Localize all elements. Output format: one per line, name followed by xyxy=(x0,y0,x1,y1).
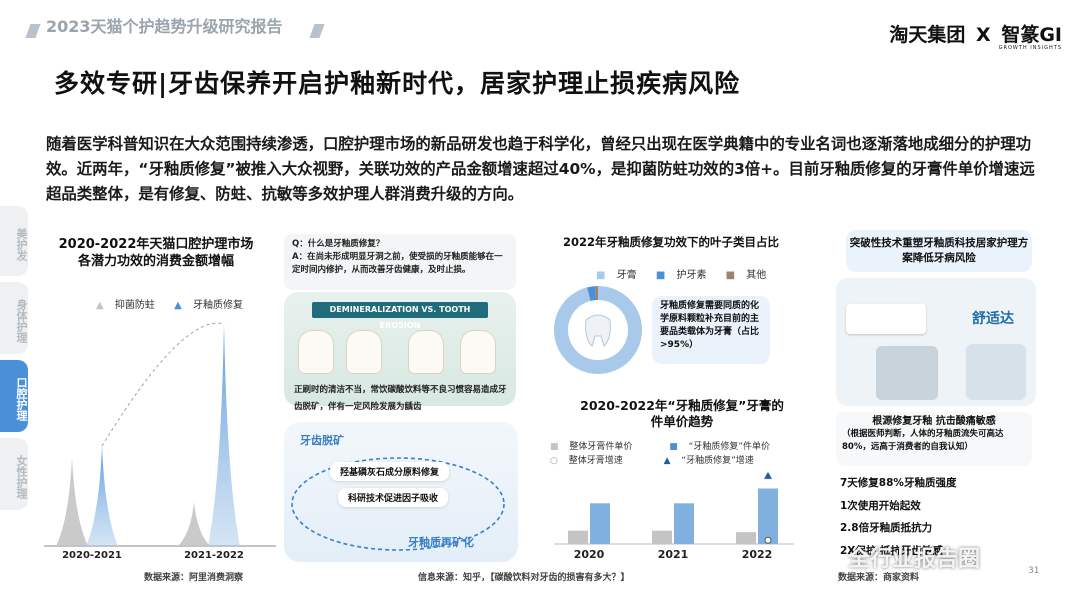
product-brand: 舒适达 xyxy=(972,311,1014,327)
side-tab-label: 女性护理 xyxy=(15,455,28,499)
chart1-area-antibacterial-0 xyxy=(56,457,88,546)
roots-note: （根据医师判断，人体的牙釉质流失可高达80%，远高于消费者的自我认知） xyxy=(842,429,1004,452)
remin-title: 牙齿脱矿 xyxy=(300,434,344,447)
page-title: 多效专研|牙齿保养开启护釉新时代，居家护理止损疾病风险 xyxy=(54,69,741,98)
tooth-icon xyxy=(298,330,334,374)
header-slash-left xyxy=(25,24,41,38)
remineralization-diagram: 牙齿脱矿 羟基磷灰石成分原料修复 科研技术促进因子吸收 牙釉质再矿化 xyxy=(284,422,518,562)
chart1-area-antibacterial-1 xyxy=(178,501,210,546)
tech-card: 突破性技术重塑牙釉质科技居家护理方案降低牙病风险 xyxy=(846,230,1032,272)
product-image: 舒适达 xyxy=(836,278,1036,406)
legend-overall-price: ■ 整体牙膏件单价 xyxy=(550,442,633,452)
side-tab-label: 身体护理 xyxy=(15,299,28,343)
chart2-tooth-shape xyxy=(585,314,611,347)
side-tab-label: 口腔护理 xyxy=(15,377,28,421)
legend-toothpaste: ■ 牙膏 xyxy=(596,270,637,281)
chart1-title: 2020-2022年天猫口腔护理市场各潜力功效的消费金额增幅 xyxy=(58,237,254,269)
legend-overall-growth: ○ 整体牙膏增速 xyxy=(550,456,623,466)
efficacy-list: 7天修复88%牙釉质强度 1次使用开始起效 2.8倍牙釉质抵抗力 2X保护 抵抗… xyxy=(840,472,956,562)
chart2-title: 2022年牙釉质修复功效下的叶子类目占比 xyxy=(562,235,779,249)
legend-other: ■ 其他 xyxy=(725,270,767,281)
remin-step-2: 科研技术促进因子吸收 xyxy=(338,488,449,507)
chart2-legend: ■ 牙膏 ■ 护牙素 ■ 其他 xyxy=(596,266,782,281)
chart3-marker-overall-growth xyxy=(764,536,772,544)
roots-card: 根源修复牙釉 抗击酸痛敏感 （根据医师判断，人体的牙釉质流失可高达80%，远高于… xyxy=(836,412,1032,466)
chart2-plot xyxy=(554,286,642,374)
qa-question: Q：什么是牙釉质修复？ xyxy=(292,239,385,249)
chart3-bar-1-0 xyxy=(590,503,610,544)
efficacy-item: 1次使用开始起效 xyxy=(840,499,921,512)
tooth-icon xyxy=(346,330,382,374)
legend-tooth-mousse: ■ 护牙素 xyxy=(655,270,707,281)
legend-enamel-price: ■ “牙釉质修复”件单价 xyxy=(669,442,770,452)
beaker-before xyxy=(876,346,938,400)
chart1-area-enamel-0 xyxy=(86,446,118,546)
erosion-caption: 正刷时的清洁不当，常饮碳酸饮料等不良习惯容易造成牙齿脱矿，伴有一定风险发展为龋齿 xyxy=(294,385,507,412)
chart3-tick-label: 2021 xyxy=(658,548,689,561)
toothpaste-box xyxy=(846,304,926,334)
chart3-bar-1-1 xyxy=(674,503,694,544)
tooth-icon xyxy=(460,330,496,374)
efficacy-item: 2.8倍牙釉质抵抗力 xyxy=(840,522,933,534)
legend-enamel: ▲ 牙釉质修复 xyxy=(174,300,243,311)
remin-result: 牙釉质再矿化 xyxy=(408,536,474,549)
chart1-source: 数据来源：阿里消费洞察 xyxy=(144,573,244,583)
chart3-tick-label: 2022 xyxy=(742,548,773,561)
erosion-illustration: DEMINERALIZATION VS. TOOTH EROSION xyxy=(284,292,516,406)
brand-left: 淘天集团 xyxy=(889,24,966,46)
report-title: 2023天猫个护趋势升级研究报告 xyxy=(46,17,283,36)
brand-logo: 淘天集团 X 智篆GI GROWTH INSIGHTS xyxy=(889,20,1062,51)
efficacy-item: 7天修复88%牙釉质强度 xyxy=(840,477,957,489)
qa-box: Q：什么是牙釉质修复？ A：在尚未形成明显牙洞之前，使受损的牙釉质能够在一定时间… xyxy=(284,234,516,290)
brand-x: X xyxy=(976,24,991,46)
chart3-bar-1-2 xyxy=(758,488,778,544)
watermark: 全行业报告圈 xyxy=(848,547,981,572)
header-slash-right xyxy=(309,24,325,38)
page-number: 31 xyxy=(1028,566,1040,576)
beaker-after xyxy=(966,344,1026,400)
side-tab-oral[interactable]: 口腔护理 xyxy=(0,360,28,432)
roots-title: 根源修复牙釉 抗击酸痛敏感 xyxy=(872,416,996,427)
chart3-marker-enamel-growth xyxy=(764,471,772,479)
brand-right: 智篆GI xyxy=(1001,24,1062,46)
chart1-legend: ▲ 抑菌防蛀 ▲ 牙釉质修复 xyxy=(96,296,259,311)
chart1-area-enamel-1 xyxy=(208,324,240,546)
side-tab-body[interactable]: 身体护理 xyxy=(0,282,28,354)
qa-answer: A：在尚未形成明显牙洞之前，使受损的牙釉质能够在一定时间内修护，从而改善牙齿健康… xyxy=(292,252,503,275)
legend-enamel-growth: ▲ “牙釉质修复”增速 xyxy=(663,456,754,466)
chart3-plot: 2020 2021 2022 xyxy=(554,471,794,561)
side-tab-female[interactable]: 女性护理 xyxy=(0,438,28,510)
chart3-legend: ■ 整体牙膏件单价 ■ “牙釉质修复”件单价 ○ 整体牙膏增速 ▲ “牙釉质修复… xyxy=(550,440,786,468)
erosion-banner: DEMINERALIZATION VS. TOOTH EROSION xyxy=(312,302,488,330)
chart3-bar-0-0 xyxy=(568,530,588,544)
legend-antibacterial: ▲ 抑菌防蛀 xyxy=(96,300,155,311)
remin-step-1: 羟基磷灰石成分原料修复 xyxy=(330,462,450,481)
chart3-title: 2020-2022年“牙釉质修复”牙膏的件单价趋势 xyxy=(580,398,784,429)
chart3-bar-0-1 xyxy=(652,530,672,544)
chart3-tick-label: 2020 xyxy=(574,548,605,561)
chart1-tick-label: 2021-2022 xyxy=(184,550,244,558)
chart2-annotation: 牙釉质修复需要同质的化学原料颗粒补充目前的主要品类载体为牙膏（占比>95%） xyxy=(652,296,770,364)
side-tab-label: 美护发 xyxy=(15,227,28,261)
mid-source: 信息来源：知乎，【碳酸饮料对牙齿的损害有多大？】 xyxy=(418,573,630,583)
side-tab-hair[interactable]: 美护发 xyxy=(0,206,28,276)
brand-subtitle: GROWTH INSIGHTS xyxy=(998,45,1062,51)
chart1-plot: 2020-2021 2021-2022 xyxy=(44,322,276,558)
chart1-tick-label: 2020-2021 xyxy=(62,550,122,558)
chart3-bar-0-2 xyxy=(736,532,756,544)
remin-cycle-arrows xyxy=(291,457,505,551)
efficacy-item: 2X保护 抵抗牙齿敏感 xyxy=(840,544,944,557)
chart1-trend-line xyxy=(101,322,225,447)
tooth-icon xyxy=(408,330,444,374)
intro-paragraph: 随着医学科普知识在大众范围持续渗透，口腔护理市场的新品研发也趋于科学化，曾经只出… xyxy=(46,135,1035,203)
right-source: 数据来源：商家资料 xyxy=(838,573,920,583)
